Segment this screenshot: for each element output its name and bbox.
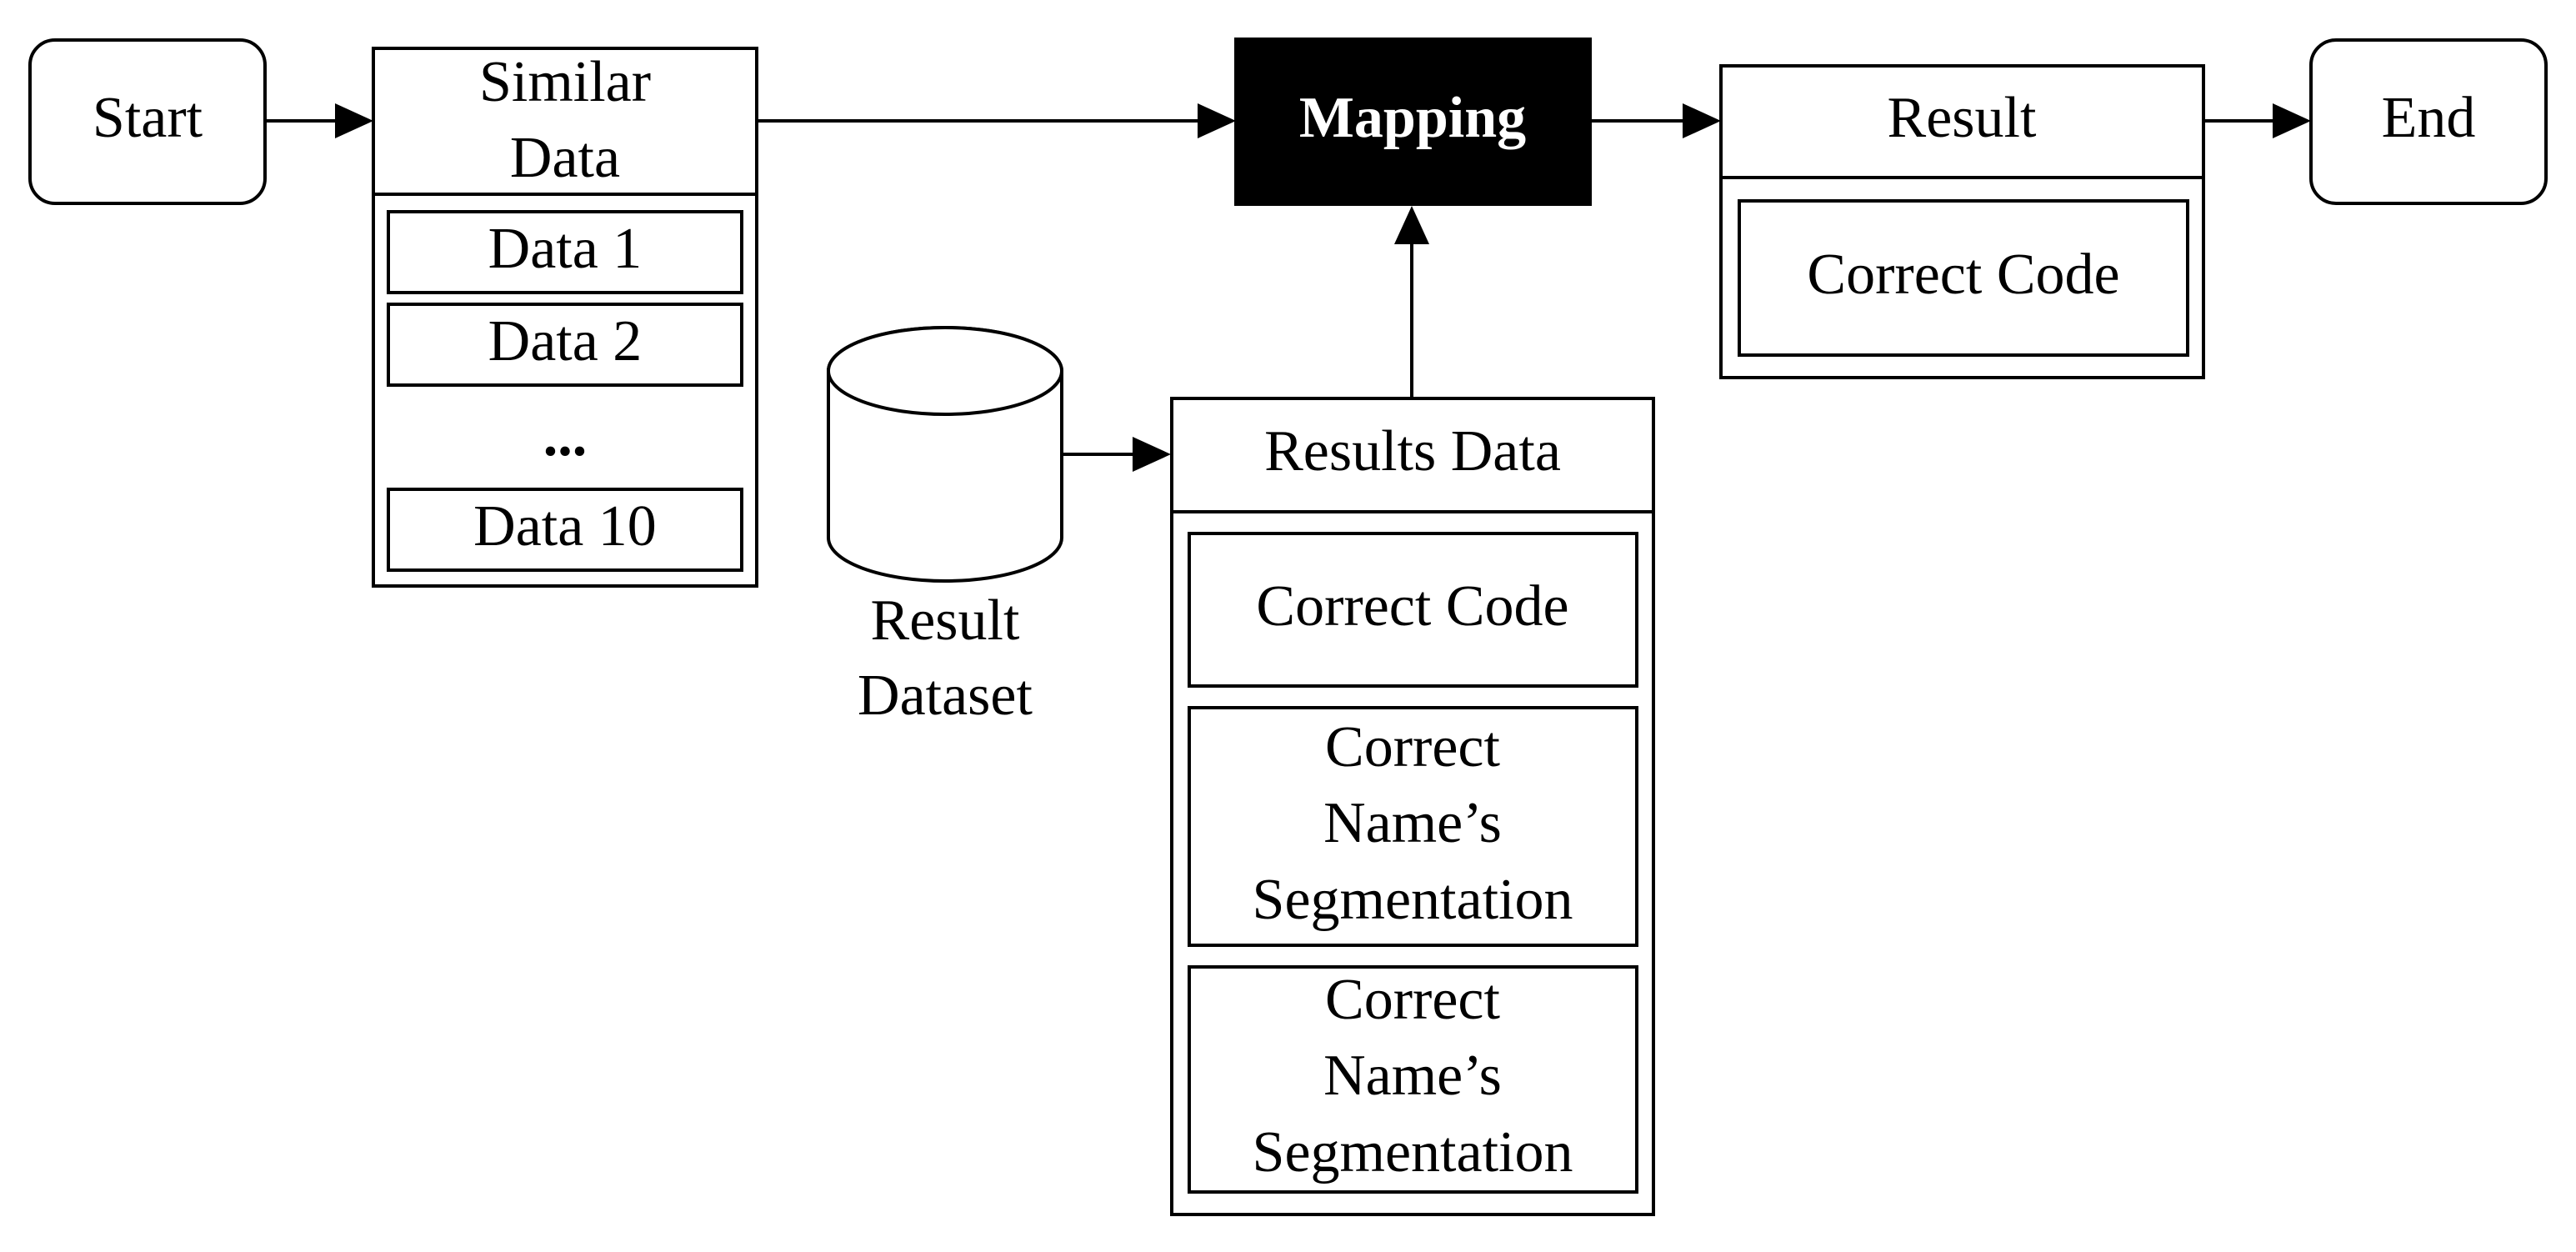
data-item-2-label: Data 2	[488, 309, 643, 373]
start-label: Start	[93, 86, 203, 150]
similar-data-group: Similar Data Data 1 Data 2 ... Data 10	[372, 47, 758, 588]
result-correct-code-label: Correct Code	[1807, 243, 2119, 307]
results-data-title: Results Data	[1264, 419, 1561, 483]
result-title: Result	[1888, 86, 2037, 150]
segmentation-1-line-2: Name’s	[1323, 791, 1502, 855]
data-item-box	[387, 488, 743, 572]
segmentation-1-line-1: Correct	[1325, 715, 1500, 779]
data-item-box	[387, 303, 743, 387]
segmentation-2-line-2: Name’s	[1323, 1044, 1502, 1108]
segmentation-2-line-1: Correct	[1325, 968, 1500, 1032]
start-node: Start	[28, 38, 267, 205]
end-label: End	[2382, 86, 2476, 150]
data-item-10-label: Data 10	[473, 494, 657, 558]
data-ellipsis: ...	[543, 404, 588, 468]
result-group: Result Correct Code	[1719, 64, 2205, 379]
end-node: End	[2309, 38, 2548, 205]
result-dataset-label-line-1: Result	[871, 588, 1020, 653]
similar-data-title-line-1: Similar	[479, 50, 651, 114]
segmentation-2-line-3: Segmentation	[1253, 1120, 1573, 1184]
arrowhead-icon	[1133, 437, 1171, 472]
database-icon	[827, 326, 1063, 583]
segmentation-box-1	[1188, 706, 1638, 947]
arrowhead-icon	[335, 103, 373, 138]
segmentation-1-line-3: Segmentation	[1253, 868, 1573, 932]
data-item-box	[387, 210, 743, 294]
arrowhead-icon	[1198, 103, 1236, 138]
similar-data-title-line-2: Data	[510, 126, 620, 190]
results-correct-code-box	[1188, 532, 1638, 688]
arrowhead-icon	[1394, 206, 1429, 244]
arrowhead-icon	[2273, 103, 2311, 138]
segmentation-box-2	[1188, 965, 1638, 1194]
results-correct-code-label: Correct Code	[1256, 574, 1568, 639]
mapping-node: Mapping	[1234, 38, 1592, 206]
result-dataset: Result Dataset	[827, 326, 1063, 728]
result-dataset-label-line-2: Dataset	[858, 664, 1033, 728]
results-data-group: Results Data Correct Code Correct Name’s…	[1170, 397, 1655, 1216]
connectors	[265, 103, 2311, 472]
result-correct-code-box	[1738, 199, 2189, 357]
data-item-1-label: Data 1	[488, 217, 643, 281]
arrowhead-icon	[1683, 103, 1721, 138]
mapping-label: Mapping	[1299, 86, 1526, 150]
